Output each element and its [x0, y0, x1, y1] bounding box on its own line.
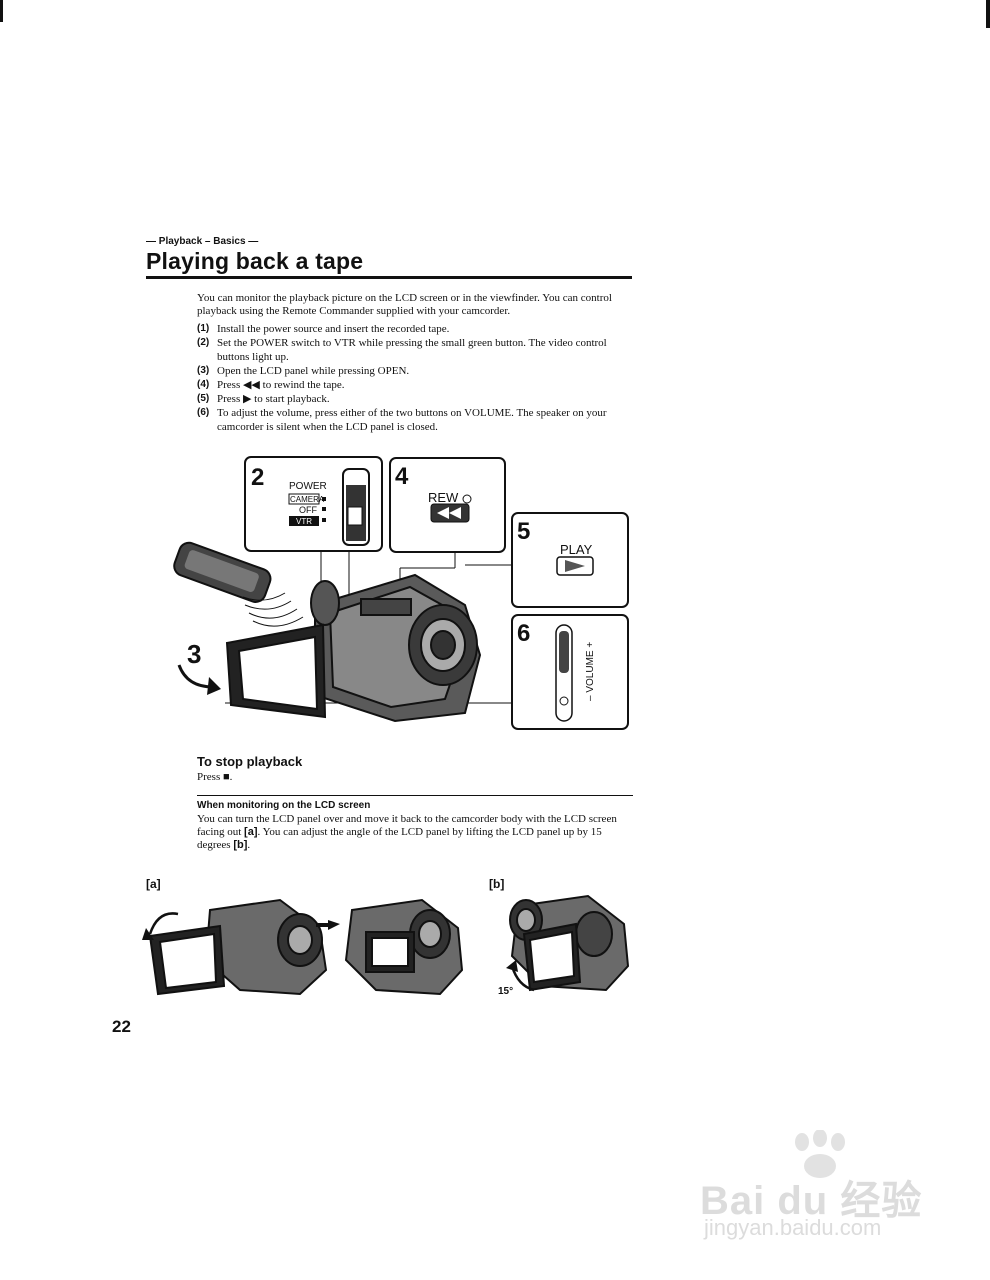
off-label: OFF: [299, 505, 317, 515]
rew-label: REW: [428, 490, 459, 505]
scan-edge-mark-right: [986, 0, 990, 28]
lcd-monitoring-body: You can turn the LCD panel over and move…: [197, 813, 617, 851]
title-rule: [146, 276, 632, 279]
callout-box-rew: [389, 457, 506, 553]
step-item: (1)Install the power source and insert t…: [197, 323, 450, 335]
angle-label: 15°: [498, 986, 513, 997]
lcd-flip-illustration: [142, 898, 464, 996]
figure-label-b: [b]: [489, 877, 505, 891]
step-label-3: 3: [187, 639, 201, 669]
step-item: (3)Open the LCD panel while pressing OPE…: [197, 365, 410, 377]
callout-box-volume: [511, 614, 629, 730]
step-label-4: 4: [395, 463, 409, 490]
stop-playback-title: To stop playback: [197, 754, 303, 769]
scan-edge-mark-left: [0, 0, 3, 22]
volume-label: – VOLUME +: [585, 642, 596, 701]
step-label-6: 6: [517, 620, 530, 647]
callout-box-power: [244, 456, 383, 552]
page-title: Playing back a tape: [146, 248, 364, 274]
power-label: POWER: [289, 481, 327, 492]
step-label-2: 2: [251, 464, 264, 491]
lcd-monitoring-title: When monitoring on the LCD screen: [197, 800, 371, 811]
section-divider: [197, 795, 633, 796]
page-number: 22: [112, 1017, 131, 1036]
step-label-5: 5: [517, 518, 530, 545]
callout-box-play: [511, 512, 629, 608]
step-item: (4)Press ◀◀ to rewind the tape.: [197, 379, 345, 391]
play-label: PLAY: [560, 542, 593, 557]
step-item: (5)Press ▶ to start playback.: [197, 393, 330, 405]
stop-playback-body: Press ■.: [197, 771, 233, 783]
step-item: (2)Set the POWER switch to VTR while pre…: [197, 337, 607, 363]
paw-icon: [795, 1130, 845, 1178]
intro-paragraph: You can monitor the playback picture on …: [197, 292, 612, 317]
step-list: (1)Install the power source and insert t…: [197, 322, 637, 434]
step-item: (6)To adjust the volume, press either of…: [197, 407, 607, 433]
section-tag: — Playback – Basics —: [146, 236, 259, 247]
lcd-tilt-illustration: 15°: [498, 894, 630, 997]
playback-illustration: 2 POWER CAMERA OFF VTR 4 REW 5 PLAY 6 – …: [173, 456, 629, 730]
camera-label: CAMERA: [290, 495, 325, 504]
vtr-label: VTR: [296, 517, 312, 526]
watermark-logo: Bai du 经验: [700, 1179, 923, 1223]
figure-label-a: [a]: [146, 877, 161, 891]
watermark-url: jingyan.baidu.com: [704, 1215, 882, 1240]
